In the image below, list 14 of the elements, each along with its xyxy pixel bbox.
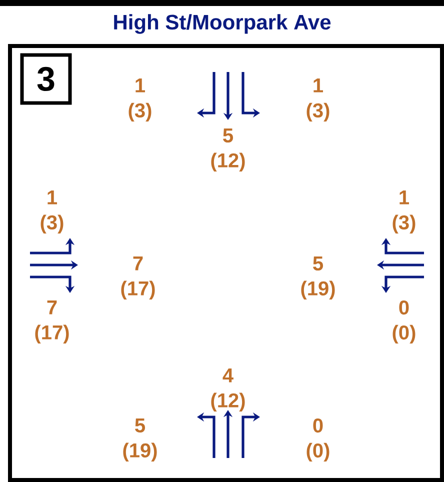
volume-label: 1 (3): [128, 78, 152, 122]
volume-label: 5 (19): [123, 418, 157, 462]
volume-label: 7 (17): [121, 256, 155, 300]
number-box: 3: [20, 53, 72, 105]
volume-label: 0 (0): [306, 418, 330, 462]
title: High St/Moorpark Ave: [114, 14, 331, 34]
volume-label: 5 (19): [301, 256, 335, 300]
volume-label: 1 (3): [40, 190, 64, 234]
volume-label: 1 (3): [392, 190, 416, 234]
volume-label: 7 (17): [35, 300, 69, 344]
volume-label: 4 (12): [211, 368, 245, 412]
volume-label: 1 (3): [306, 78, 330, 122]
volume-label: 0 (0): [392, 300, 416, 344]
volume-label: 5 (12): [211, 128, 245, 172]
